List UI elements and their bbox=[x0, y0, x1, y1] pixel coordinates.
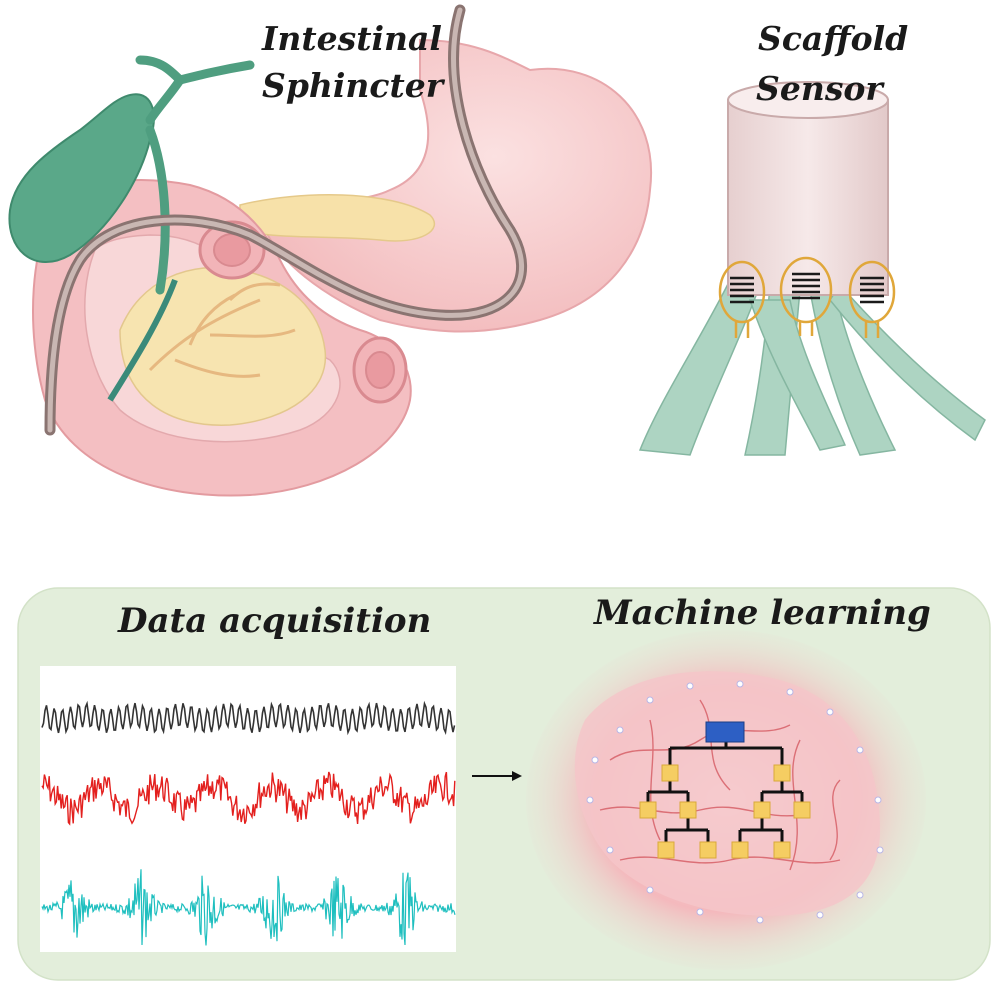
sensor-pads bbox=[718, 256, 896, 324]
pancreas bbox=[239, 194, 436, 242]
brain-icon bbox=[526, 630, 926, 970]
scaffold-sensor-illustration bbox=[638, 81, 986, 456]
signal-trace-black bbox=[41, 700, 456, 736]
tree-root-node bbox=[705, 721, 745, 743]
pancreatic-head bbox=[119, 266, 327, 426]
machine-learning-label: Machine learning bbox=[594, 593, 931, 633]
signal-trace-red bbox=[41, 771, 456, 826]
arrow-right-icon bbox=[472, 771, 522, 781]
decision-tree-icon bbox=[639, 721, 811, 859]
intestinal-sphincter-label: Intestinal bbox=[262, 19, 442, 58]
signal-trace-cyan bbox=[41, 869, 456, 946]
scaffold-cylinder bbox=[727, 99, 889, 296]
anatomy-illustration bbox=[8, 4, 653, 497]
stomach bbox=[258, 38, 653, 333]
scaffold-sensor-label: Scaffold bbox=[758, 19, 909, 58]
data-acquisition-label: Data acquisition bbox=[118, 601, 432, 641]
intestinal-sphincter-label-line2: Sphincter bbox=[262, 66, 444, 105]
scaffold-sensor-label-line2: Sensor bbox=[756, 69, 883, 108]
